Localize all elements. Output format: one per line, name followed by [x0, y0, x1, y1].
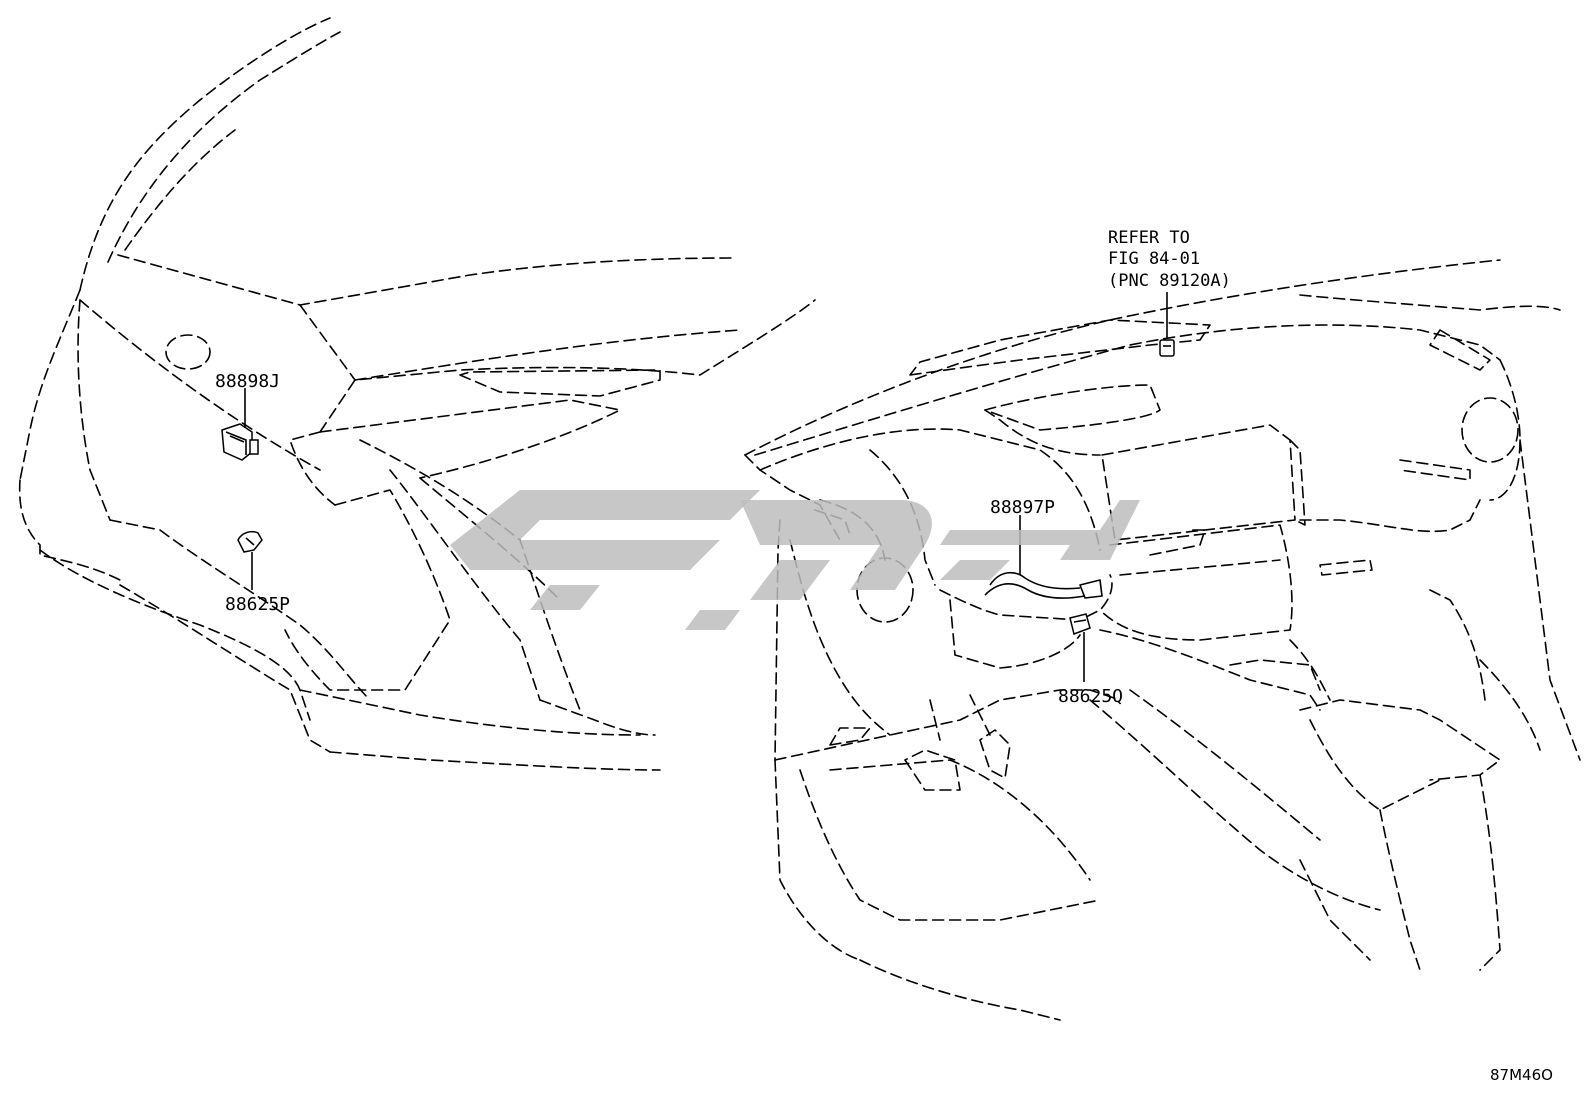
- reference-note-line2: FIG 84-01: [1108, 249, 1200, 269]
- figure-id: 87M46O: [1490, 1066, 1553, 1084]
- cabin-sensor-bracket: [1069, 613, 1091, 635]
- front-sensor-bracket: [237, 530, 263, 553]
- callout-88625P: 88625P: [225, 594, 290, 615]
- front-bumper-drawing: [18, 17, 816, 771]
- callout-88897P: 88897P: [990, 497, 1055, 518]
- dash-top-sensor: [1159, 339, 1175, 357]
- callout-88898J: 88898J: [215, 371, 280, 392]
- dashboard-drawing: [744, 259, 1581, 1021]
- callout-88625Q: 88625Q: [1058, 686, 1123, 707]
- reference-note-line1: REFER TO: [1108, 228, 1190, 248]
- watermark-logo: [450, 490, 1140, 630]
- front-radar-sensor: [221, 423, 259, 461]
- reference-note-line3: (PNC 89120A): [1108, 271, 1231, 291]
